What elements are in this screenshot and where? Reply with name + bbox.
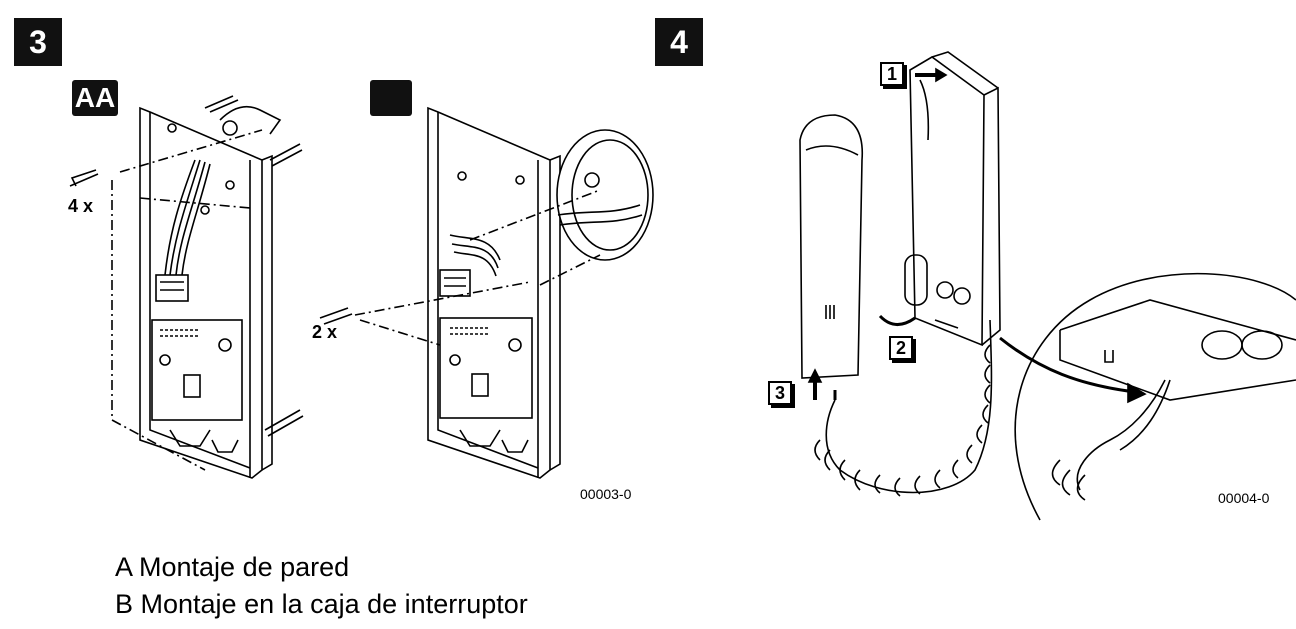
screw-count-a: 4 x: [68, 196, 94, 216]
step-4-badge: 4: [655, 18, 703, 66]
callout-3: 3: [768, 381, 792, 405]
variant-a-label: AA: [74, 82, 116, 113]
variant-a-badge: AA: [72, 80, 118, 116]
variant-b-badge: [370, 80, 412, 116]
figure-code-4: 00004-0: [1218, 490, 1270, 506]
figure-code-3: 00003-0: [580, 486, 632, 502]
screw-count-b: 2 x: [312, 322, 338, 342]
callout-1: 1: [880, 62, 904, 86]
intercom-base: [904, 51, 1001, 347]
detail-magnifier: [999, 272, 1296, 521]
arrow-2: [878, 314, 916, 326]
step-3-badge: 3: [14, 18, 62, 66]
legend-a: A Montaje de pared: [115, 552, 350, 582]
step-4-number: 4: [670, 23, 688, 60]
handset: [799, 114, 864, 379]
wall-mount-backplate: [69, 95, 304, 479]
legend-b: B Montaje en la caja de interruptor: [115, 589, 528, 619]
switchbox-mount-backplate: [319, 106, 654, 479]
callout-2: 2: [889, 336, 913, 360]
step-3-number: 3: [29, 23, 47, 60]
coiled-cord: [814, 319, 993, 497]
